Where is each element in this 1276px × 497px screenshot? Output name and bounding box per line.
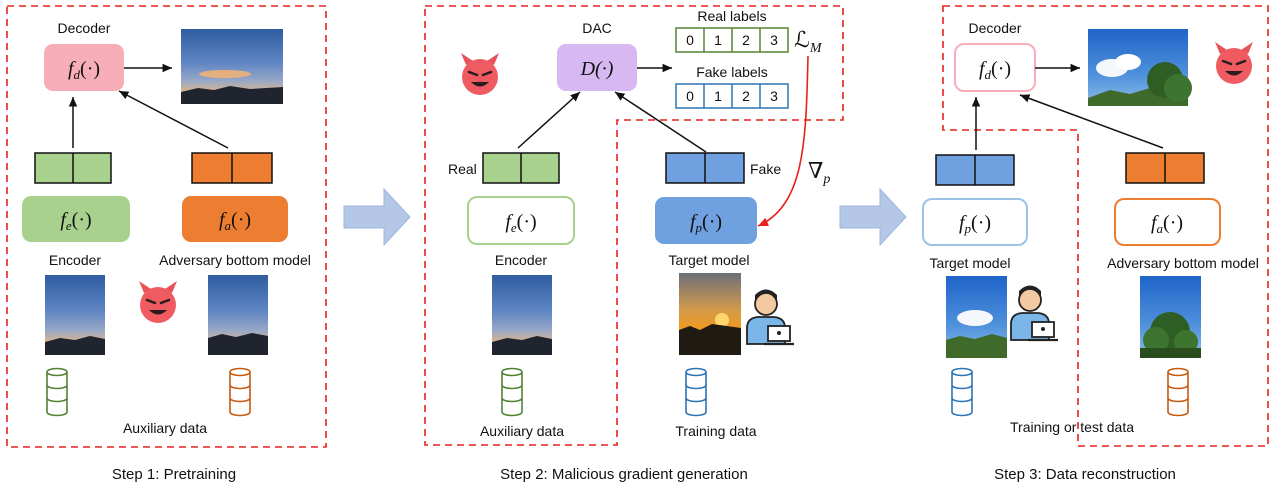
step2-fake-labels-row: 0 1 2 3	[675, 83, 789, 109]
step2-loss-symbol: ℒM	[794, 27, 823, 56]
fake-label-cell: 1	[714, 88, 722, 104]
step2-aux-data-label: Auxiliary data	[480, 423, 564, 439]
step2-auxiliary-input-image	[492, 275, 552, 355]
step2-target-fn: fp(·)	[690, 211, 722, 235]
step3-target-block	[922, 198, 1028, 246]
step3-adversary-embedding	[1125, 152, 1205, 184]
step2-fake-labels-title: Fake labels	[696, 64, 768, 80]
step2-gradient-symbol: ∇p	[808, 158, 830, 187]
devil-emoji-icon	[139, 281, 177, 323]
step1-adversary-database-icon	[229, 367, 251, 417]
user-laptop-icon	[746, 289, 794, 346]
fake-label-cell: 2	[742, 88, 750, 104]
step2-target-block	[655, 197, 757, 244]
step3-adversary-label: Adversary bottom model	[1107, 255, 1259, 271]
step2-target-label: Target model	[669, 252, 750, 268]
step3-adversary-input-image	[1140, 276, 1201, 358]
step2-real-to-dac-arrow	[517, 91, 581, 149]
step3-target-embedding	[935, 154, 1015, 186]
step3-target-database-icon	[951, 367, 973, 417]
step2-real-labels-title: Real labels	[697, 8, 766, 24]
step3-data-label: Training or test data	[1010, 419, 1134, 435]
step1-encoder-block	[22, 196, 130, 242]
step2-training-input-image	[679, 273, 741, 355]
step2-fake-to-dac-arrow	[614, 91, 707, 153]
step2-encoder-block	[467, 196, 575, 245]
step-arrow-1	[343, 187, 411, 247]
step1-encoder-label: Encoder	[49, 252, 101, 268]
step1-panel: Decoder fd(·) fe(·) fa(·) Encoder Advers…	[6, 5, 327, 483]
step2-training-database-icon	[685, 367, 707, 417]
step2-encoder-fn: fe(·)	[505, 211, 536, 235]
step3-target-input-image	[946, 276, 1007, 358]
real-label-cell: 0	[686, 32, 694, 48]
step3-reconstructed-image	[1088, 29, 1192, 106]
fake-label-cell: 0	[686, 88, 694, 104]
step1-adversary-input-image	[208, 275, 268, 355]
step3-adversary-block	[1114, 198, 1221, 246]
devil-emoji-icon	[1215, 42, 1253, 84]
step1-encoder-fn: fe(·)	[60, 209, 91, 233]
step1-encoder-database-icon	[46, 367, 68, 417]
step3-adversary-database-icon	[1167, 367, 1189, 417]
step1-adversary-embedding	[191, 152, 273, 184]
step2-real-labels-row: 0 1 2 3	[675, 27, 789, 53]
step1-decoder-label: Decoder	[58, 20, 111, 36]
step2-caption: Step 2: Malicious gradient generation	[500, 466, 748, 483]
step1-decoder-block	[44, 44, 124, 91]
step3-decoder-fn: fd(·)	[979, 58, 1011, 82]
real-label-cell: 3	[770, 32, 778, 48]
step1-reconstructed-image	[181, 29, 283, 104]
step1-adversary-to-decoder-arrow	[118, 90, 229, 149]
fake-label-cell: 3	[770, 88, 778, 104]
step3-panel: Decoder fd(·)	[922, 5, 1269, 483]
step2-training-data-label: Training data	[675, 423, 756, 439]
step3-adversary-to-decoder-arrow	[1019, 94, 1164, 149]
step2-auxiliary-database-icon	[501, 367, 523, 417]
step3-adversary-fn: fa(·)	[1151, 212, 1183, 236]
step1-data-label: Auxiliary data	[123, 420, 207, 436]
step2-dac-fn: D(·)	[580, 58, 614, 80]
real-label-cell: 2	[742, 32, 750, 48]
step2-encoder-embedding	[482, 152, 560, 184]
step1-encoder-embedding	[34, 152, 112, 184]
step2-target-embedding	[665, 152, 745, 184]
step1-frame	[6, 5, 327, 448]
step1-adversary-fn: fa(·)	[219, 209, 251, 233]
step2-panel: DAC D(·) Real labels 0 1 2 3 Fake labels…	[424, 5, 844, 483]
step2-encoder-label: Encoder	[495, 252, 547, 268]
step2-frame	[424, 5, 844, 446]
step3-target-label: Target model	[930, 255, 1011, 271]
devil-emoji-icon	[461, 53, 499, 95]
step1-caption: Step 1: Pretraining	[112, 466, 236, 483]
step3-decoder-label: Decoder	[969, 20, 1022, 36]
step-arrow-2	[839, 187, 907, 247]
step1-adversary-label: Adversary bottom model	[159, 252, 311, 268]
step2-real-tag: Real	[448, 161, 477, 177]
step2-dac-block	[557, 44, 637, 91]
step3-frame	[942, 5, 1269, 447]
user-laptop-icon	[1010, 285, 1058, 342]
real-label-cell: 1	[714, 32, 722, 48]
step1-encoder-input-image	[45, 275, 105, 355]
step2-dac-label: DAC	[582, 20, 612, 36]
step3-target-fn: fp(·)	[959, 212, 991, 236]
step2-gradient-arrow	[757, 55, 809, 227]
step3-caption: Step 3: Data reconstruction	[994, 466, 1176, 483]
step2-fake-tag: Fake	[750, 161, 781, 177]
step1-decoder-fn: fd(·)	[68, 58, 100, 82]
step1-adversary-block	[182, 196, 288, 242]
